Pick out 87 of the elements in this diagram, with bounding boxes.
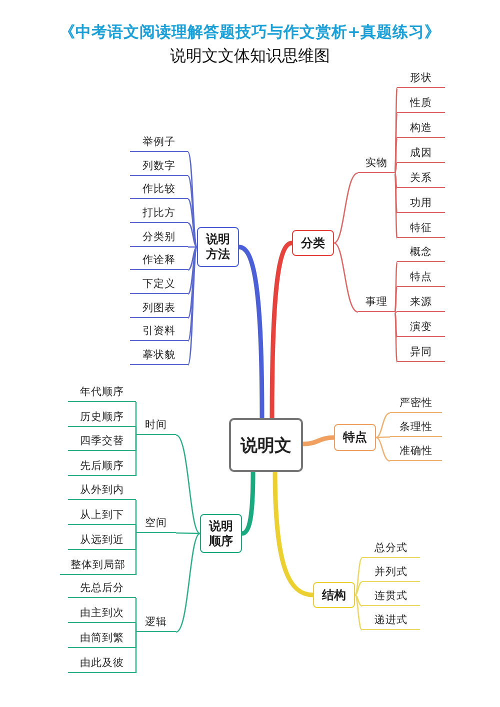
branch-line xyxy=(135,533,137,575)
branch-label: 性质 xyxy=(397,93,445,113)
branch-label: 递进式 xyxy=(362,610,420,630)
branch-line xyxy=(176,532,200,633)
branch-line xyxy=(354,558,362,596)
central-topic-box: 说明文 xyxy=(229,418,303,472)
branch-line xyxy=(188,246,198,271)
branch-line xyxy=(394,162,398,174)
branch-label: 时间 xyxy=(136,415,176,435)
subtitle: 说明文文体知识思维图 xyxy=(169,46,331,67)
branch-line xyxy=(135,435,137,476)
branch-line xyxy=(135,632,137,673)
branch-label: 先后顺序 xyxy=(68,456,136,476)
branch-label: 引资料 xyxy=(130,321,188,341)
branch-line xyxy=(334,172,358,244)
branch-label: 演变 xyxy=(397,317,445,337)
branch-line xyxy=(270,240,293,418)
title: 《中考语文阅读理解答题技巧与作文赏析+真题练习》 xyxy=(58,22,442,43)
branch-label: 从上到下 xyxy=(68,505,136,525)
branch-label: 来源 xyxy=(397,292,445,312)
branch-label: 特征 xyxy=(397,218,445,238)
branch-label: 成因 xyxy=(397,143,445,163)
topic-box: 说明方法 xyxy=(197,227,239,267)
branch-label: 年代顺序 xyxy=(68,382,136,402)
branch-label: 四季交替 xyxy=(68,431,136,451)
branch-line xyxy=(394,312,398,362)
branch-line xyxy=(188,176,198,248)
branch-label: 条理性 xyxy=(390,417,442,437)
branch-label: 概念 xyxy=(397,242,445,262)
branch-label: 功用 xyxy=(397,193,445,213)
branch-label: 作比较 xyxy=(130,179,188,199)
branch-label: 严密性 xyxy=(390,393,442,413)
branch-line xyxy=(302,435,334,446)
topic-box: 特点 xyxy=(334,424,376,451)
branch-label: 空间 xyxy=(136,513,176,533)
branch-line xyxy=(395,311,397,313)
branch-label: 事理 xyxy=(358,292,395,312)
branch-label: 逻辑 xyxy=(136,612,176,632)
branch-line xyxy=(376,436,390,438)
branch-label: 构造 xyxy=(397,118,445,138)
branch-label: 关系 xyxy=(397,168,445,188)
branch-label: 整体到局部 xyxy=(60,555,136,575)
branch-label: 历史顺序 xyxy=(68,407,136,427)
branch-label: 总分式 xyxy=(362,538,420,558)
branch-label: 作诠释 xyxy=(130,250,188,270)
branch-label: 由此及彼 xyxy=(68,653,136,673)
branch-label: 先总后分 xyxy=(68,578,136,598)
branch-label: 并列式 xyxy=(362,562,420,582)
branch-line xyxy=(354,594,362,630)
branch-label: 异同 xyxy=(397,342,445,362)
branch-line xyxy=(135,525,137,533)
topic-box: 说明顺序 xyxy=(200,514,242,553)
branch-label: 由主到次 xyxy=(68,603,136,623)
branch-line xyxy=(187,246,198,366)
branch-line xyxy=(376,412,390,438)
branch-label: 连贯式 xyxy=(362,586,420,606)
branch-line xyxy=(135,623,137,632)
branch-line xyxy=(176,434,200,534)
branch-line xyxy=(394,172,398,188)
branch-line xyxy=(188,222,198,248)
branch-line xyxy=(394,262,398,312)
branch-label: 列数字 xyxy=(130,156,188,176)
branch-label: 形状 xyxy=(397,68,445,88)
branch-line xyxy=(394,312,398,338)
branch-line xyxy=(334,242,358,313)
topic-box: 结构 xyxy=(313,582,355,608)
branch-line xyxy=(135,427,137,435)
branch-label: 举例子 xyxy=(130,132,188,152)
branch-label: 从远到近 xyxy=(68,530,136,550)
branch-line xyxy=(354,594,362,607)
branch-line xyxy=(394,172,398,238)
branch-line xyxy=(376,436,390,462)
branch-line xyxy=(394,138,398,174)
branch-line xyxy=(394,286,398,312)
branch-label: 列图表 xyxy=(130,298,188,318)
branch-label: 准确性 xyxy=(390,441,442,461)
branch-line xyxy=(176,532,200,534)
branch-label: 由简到繁 xyxy=(68,628,136,648)
branch-label: 分类别 xyxy=(130,227,188,247)
branch-label: 摹状貌 xyxy=(130,345,188,365)
branch-label: 下定义 xyxy=(130,274,188,294)
branch-line xyxy=(354,581,362,596)
topic-box: 分类 xyxy=(292,230,334,256)
branch-label: 打比方 xyxy=(130,203,188,223)
branch-label: 实物 xyxy=(358,153,395,173)
branch-label: 从外到内 xyxy=(68,480,136,500)
branch-label: 特点 xyxy=(397,267,445,287)
